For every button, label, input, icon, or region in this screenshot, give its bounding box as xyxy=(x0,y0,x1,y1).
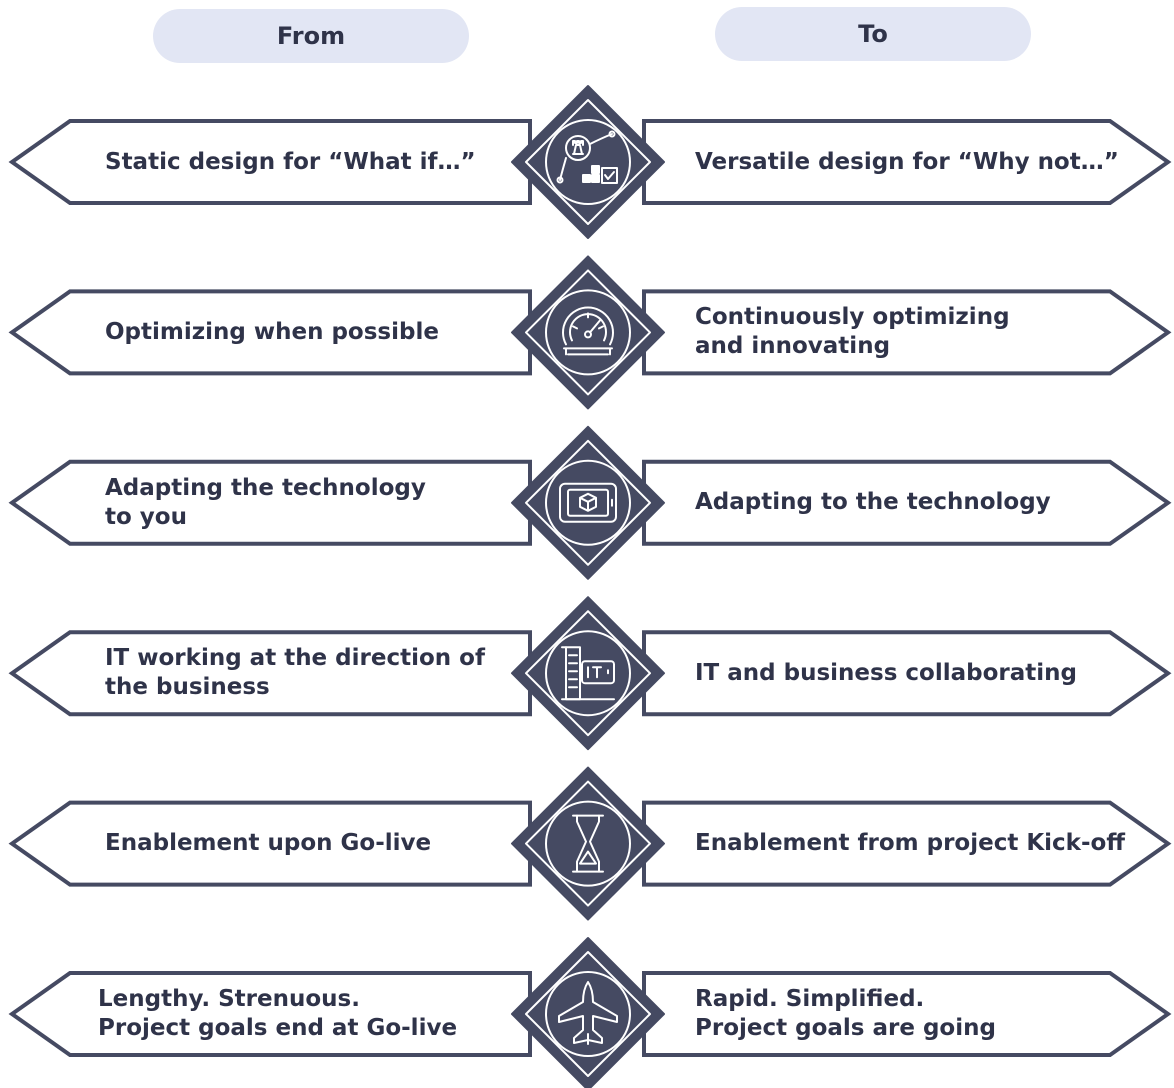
center-diamond-inner xyxy=(525,951,651,1077)
jet-icon xyxy=(558,981,618,1045)
speedometer-icon xyxy=(562,306,614,356)
tablet-cube-icon xyxy=(559,482,617,523)
icon-ring xyxy=(545,459,631,546)
to-text: Continuously optimizing and innovating xyxy=(695,304,1010,360)
from-text: Optimizing when possible xyxy=(105,318,439,345)
to-header: To xyxy=(715,7,1031,61)
icon-ring xyxy=(545,289,631,376)
from-header: From xyxy=(153,9,469,63)
center-diamond xyxy=(511,937,665,1088)
icon-ring xyxy=(545,630,631,717)
center-diamond-inner xyxy=(525,439,651,566)
center-diamond-inner xyxy=(525,610,651,737)
center-diamond-inner xyxy=(525,99,651,225)
from-text: Adapting the technology to you xyxy=(105,474,426,530)
icon-ring xyxy=(545,119,631,205)
center-diamond xyxy=(511,766,665,921)
to-text: Rapid. Simplified. Project goals are goi… xyxy=(695,986,996,1041)
to-arrow-band xyxy=(642,289,1172,376)
to-arrow-band xyxy=(642,119,1172,205)
to-text: Adapting to the technology xyxy=(695,489,1051,516)
to-text: Enablement from project Kick-off xyxy=(695,830,1125,857)
to-text: IT and business collaborating xyxy=(695,659,1077,686)
hourglass-icon xyxy=(572,814,604,873)
from-text: IT working at the direction of the busin… xyxy=(105,645,485,701)
icon-ring xyxy=(545,971,631,1057)
to-text: Versatile design for “Why not…” xyxy=(695,148,1119,175)
center-diamond xyxy=(511,85,665,239)
to-arrow-band xyxy=(642,459,1172,546)
to-arrow-band xyxy=(642,630,1172,717)
to-arrow-band xyxy=(642,800,1172,887)
it-building-icon xyxy=(561,646,615,701)
to-arrow-band xyxy=(642,971,1172,1057)
icon-ring xyxy=(545,800,631,887)
center-diamond-inner xyxy=(525,780,651,907)
from-text: Enablement upon Go-live xyxy=(105,830,432,857)
from-text: Static design for “What if…” xyxy=(105,148,476,175)
from-text: Lengthy. Strenuous. Project goals end at… xyxy=(98,986,458,1041)
center-diamond-inner xyxy=(525,269,651,396)
strategy-icon xyxy=(556,130,618,184)
